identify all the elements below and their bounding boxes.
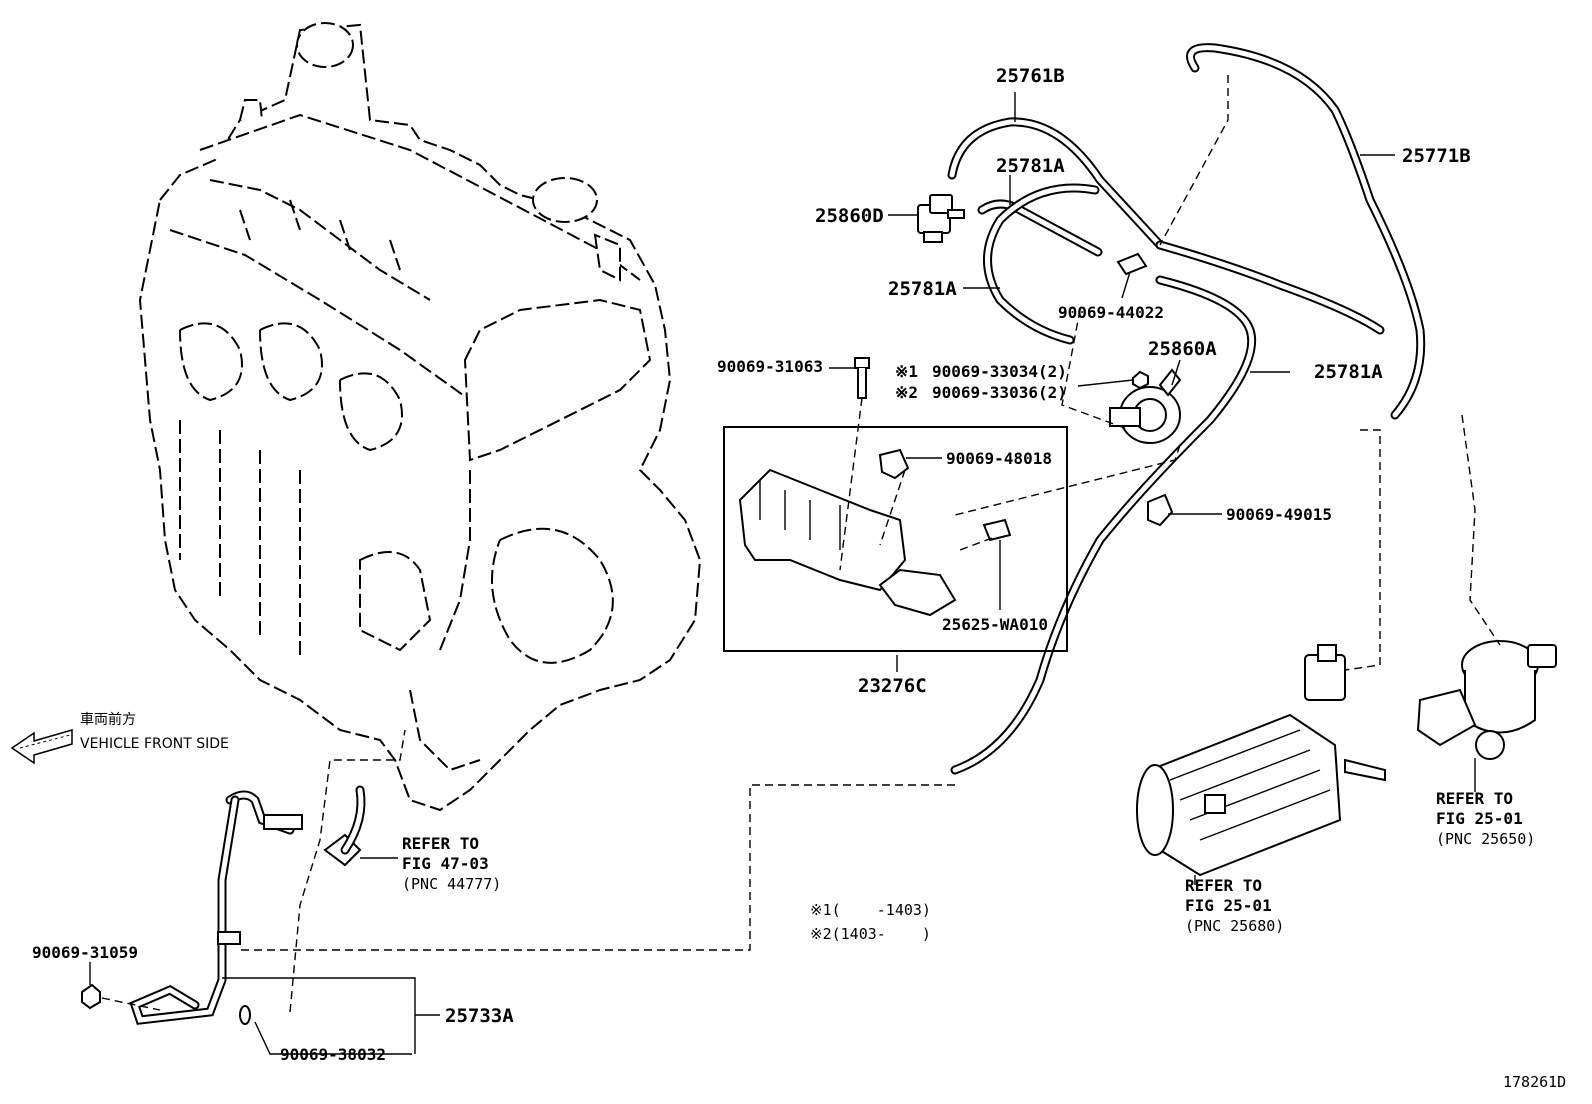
label-25781A-right: 25781A — [1314, 361, 1383, 383]
engine-block — [138, 22, 702, 812]
clip-90069-49015 — [1147, 493, 1174, 527]
label-25860A: 25860A — [1148, 338, 1217, 360]
label-25625-WA010: 25625-WA010 — [942, 615, 1048, 634]
mark-1: ※1 — [895, 362, 918, 381]
vehicle-front-label-en: VEHICLE FRONT SIDE — [80, 736, 229, 752]
label-90069-38032: 90069-38032 — [280, 1045, 386, 1064]
label-90069-44022: 90069-44022 — [1058, 303, 1164, 322]
vehicle-front-label-jp: 車両前方 — [80, 711, 136, 728]
label-90069-48018: 90069-48018 — [946, 449, 1052, 468]
refer-note-25650: REFER TO FIG 25-01 (PNC 25650) — [1436, 789, 1535, 848]
refer-25680-line3: (PNC 25680) — [1185, 917, 1284, 935]
bolt-90069-31063 — [854, 357, 870, 399]
hose-25781A-left — [983, 183, 1100, 345]
label-25781A-top: 25781A — [996, 155, 1065, 177]
refer-note-44777: REFER TO FIG 47-03 (PNC 44777) — [402, 834, 501, 893]
nut-90069-33034 — [1132, 370, 1149, 390]
refer-44777-line1: REFER TO — [402, 834, 479, 853]
legend-row2: ※2(1403- ) — [810, 925, 931, 943]
refer-44777-line2: FIG 47-03 — [402, 854, 489, 873]
hose-25781A-short — [977, 199, 1103, 257]
label-90069-31063: 90069-31063 — [717, 357, 823, 376]
hose-25781A-long — [950, 275, 1257, 775]
refer-25650-line3: (PNC 25650) — [1436, 830, 1535, 848]
label-25860D: 25860D — [815, 205, 884, 227]
vsv-25860A — [1109, 368, 1182, 444]
label-90069-33036: 90069-33036(2) — [932, 383, 1067, 402]
hose-25771B — [1186, 43, 1426, 420]
bolt-90069-31059 — [81, 983, 161, 1011]
vsv-25860D — [917, 194, 965, 243]
vehicle-front-arrow — [10, 729, 73, 765]
refer-25650-line2: FIG 25-01 — [1436, 809, 1523, 828]
clamp-90069-44022 — [1116, 252, 1148, 276]
egr-cooler — [1136, 644, 1386, 877]
hose-25761B — [947, 117, 1165, 250]
refer-25650-line1: REFER TO — [1436, 789, 1513, 808]
leader-lines — [89, 92, 1476, 1055]
refer-25680-line1: REFER TO — [1185, 876, 1262, 895]
label-25781A-left: 25781A — [888, 278, 957, 300]
label-23276C: 23276C — [858, 675, 927, 697]
refer-note-25680: REFER TO FIG 25-01 (PNC 25680) — [1185, 876, 1284, 935]
pipe-25733A — [129, 785, 366, 1025]
legend-row1: ※1( -1403) — [810, 901, 931, 919]
hose-25761B-lower — [1155, 240, 1385, 335]
refer-44777-line3: (PNC 44777) — [402, 875, 501, 893]
dashed-leaders — [240, 75, 1501, 1013]
refer-25680-line2: FIG 25-01 — [1185, 896, 1272, 915]
mark-2: ※2 — [895, 383, 918, 402]
label-25761B: 25761B — [996, 65, 1065, 87]
label-25771B: 25771B — [1402, 145, 1471, 167]
egr-valve — [1416, 640, 1557, 760]
label-90069-33034: 90069-33034(2) — [932, 362, 1067, 381]
label-90069-31059: 90069-31059 — [32, 943, 138, 962]
label-25733A: 25733A — [445, 1005, 514, 1027]
bracket-box-23276C — [723, 426, 1068, 652]
label-90069-49015: 90069-49015 — [1226, 505, 1332, 524]
diagram-id: 178261D — [1503, 1073, 1566, 1091]
